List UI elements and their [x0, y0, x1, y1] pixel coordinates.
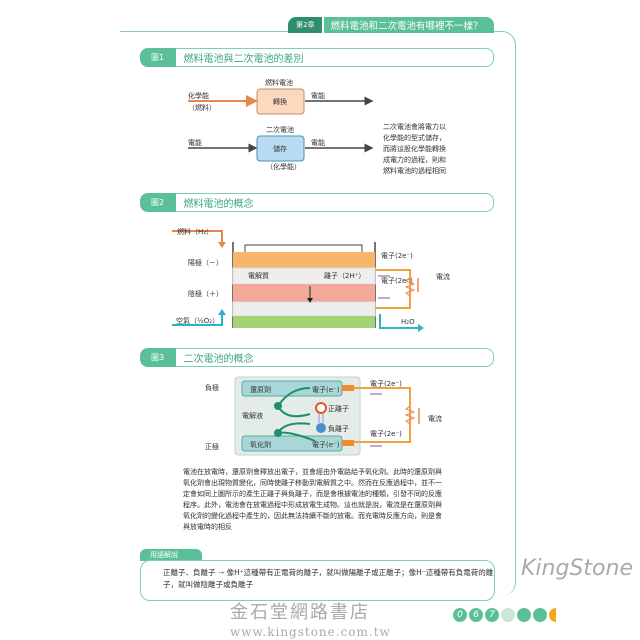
chapter-number: 第2章	[288, 17, 325, 33]
figure1-note: 二次電池會將電力以化學能的型式儲存， 而將這股化學能轉換成電力的過程，則和燃料電池…	[383, 122, 446, 177]
body-paragraph: 電池在放電時，還原劑會釋放出電子，並會經由外電路給予氧化劑。此時的還原劑與氧化劑…	[183, 468, 442, 531]
cathode-label: 陰極（＋）	[188, 290, 223, 298]
chem-energy-label: 化學能	[188, 92, 209, 100]
current-label: 電流	[436, 273, 450, 281]
electric-out2-label: 電能	[311, 139, 325, 147]
fuel-label: （燃料）	[188, 104, 216, 112]
glossary-text: 像H⁺這種帶有正電荷的離子，就叫做陽離子或正離子；像H⁻這種帶有負電荷的離子，就…	[163, 568, 494, 589]
glossary-box: 正離子、負離子 → 像H⁺這種帶有正電荷的離子，就叫做陽離子或正離子；像H⁻這種…	[140, 560, 495, 601]
external-electron1-label: 電子(2e⁻)	[370, 380, 402, 388]
electron-bottom-label: 電子(e⁻)	[312, 441, 340, 449]
glossary-term: 正離子、負離子	[163, 568, 216, 577]
figure-title: 二次電池的概念	[183, 354, 254, 365]
external-electron2-label: 電子(2e⁻)	[370, 430, 402, 438]
figure-title: 燃料電池的概念	[183, 199, 254, 210]
figure-number: 圖1	[139, 48, 176, 67]
water-label: H₂O	[401, 318, 415, 326]
page-dot	[533, 608, 547, 622]
current-label: 電流	[428, 415, 442, 423]
figure-title: 燃料電池與二次電池的差別	[183, 54, 304, 65]
oxidizer-label: 氧化劑	[250, 441, 271, 449]
note-line: 二次電池會將電力以	[383, 123, 446, 131]
page-digit: 6	[469, 608, 483, 622]
positive-pole-label: 正極	[205, 443, 219, 451]
figure3-header: 圖3 二次電池的概念	[139, 348, 494, 367]
cation-label: 正離子	[328, 405, 349, 413]
watermark-brand: KingStone	[521, 556, 633, 581]
watermark-url: www.kingstone.com.tw	[230, 625, 391, 639]
figure1-diagram	[188, 88, 374, 162]
page-digit: 0	[453, 608, 467, 622]
electrolyte-label: 電解質	[248, 272, 269, 280]
fuel-cell-label: 燃料電池	[265, 79, 293, 87]
fuel-cell-diagram	[172, 230, 424, 332]
note-line: 而將這股化學能轉換	[383, 145, 446, 153]
glossary-label: 用語解說	[140, 549, 202, 561]
page-dot	[517, 608, 531, 622]
store-label: 儲存	[273, 145, 287, 153]
anion-label: 負離子	[328, 425, 349, 433]
electric-out-label: 電能	[311, 92, 325, 100]
figure-number: 圖3	[139, 348, 176, 367]
electrolyte-label: 電解液	[242, 412, 263, 420]
fuel-h2-label: 燃料（H₂）	[177, 228, 214, 236]
chem-paren-label: （化學能）	[266, 163, 301, 171]
secondary-battery-diagram	[234, 376, 420, 456]
page-digit: 7	[485, 608, 499, 622]
electron-top-label: 電子(e⁻)	[312, 386, 340, 394]
air-label: 空氣（½O₂）	[176, 317, 220, 325]
anode-label: 陽極（－）	[188, 259, 223, 267]
note-line: 成電力的過程，則和	[383, 156, 446, 164]
page-dot-half	[549, 608, 556, 622]
chapter-title: 燃料電池和二次電池有哪裡不一樣？	[330, 21, 483, 32]
convert-label: 轉換	[273, 98, 287, 106]
ion-label: 離子（2H⁺）	[324, 272, 366, 280]
figure1-header: 圖1 燃料電池與二次電池的差別	[139, 48, 494, 67]
page-dot	[501, 608, 515, 622]
negative-pole-label: 負極	[205, 384, 219, 392]
chapter-tab: 第2章燃料電池和二次電池有哪裡不一樣？	[288, 17, 494, 33]
arrow-icon: →	[217, 568, 225, 577]
note-line: 燃料電池的過程相同	[383, 167, 446, 175]
electron-in-label: 電子(2e⁻)	[381, 277, 413, 285]
figure-number: 圖2	[139, 193, 176, 212]
figure2-header: 圖2 燃料電池的概念	[139, 193, 494, 212]
electric-in-label: 電能	[188, 139, 202, 147]
electron-out-label: 電子(2e⁻)	[381, 252, 413, 260]
note-line: 化學能的型式儲存，	[383, 134, 446, 142]
reducer-label: 還原劑	[250, 386, 271, 394]
watermark-cn: 金石堂網路書店	[230, 602, 370, 623]
secondary-battery-label: 二次電池	[266, 126, 294, 134]
